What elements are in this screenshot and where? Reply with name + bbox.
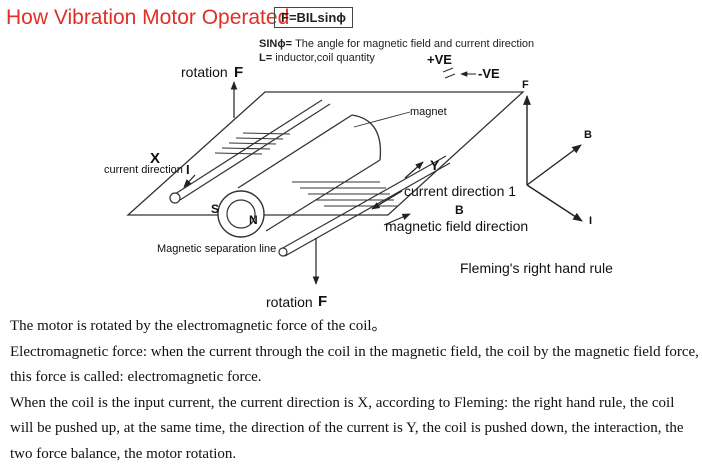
figure-title: How Vibration Motor Operated [6,6,290,29]
explanation-text: The motor is rotated by the electromagne… [10,314,700,467]
force-bottom-label: F [318,293,328,310]
magnetic-separation-line-label: Magnetic separation line [157,243,277,255]
axis-i-label: I [589,215,593,227]
minus-ve-label: -VE [478,66,500,81]
plus-ve-label: +VE [427,52,452,67]
n-pole-label: N [249,213,258,227]
magnet-cylinder [217,111,411,238]
diagram-drawing [126,67,583,285]
b-center-label: B [455,203,464,217]
minus-ve-lead [444,73,456,79]
current-y-arrow [404,161,424,179]
current-direction-1-arrow [371,190,403,210]
y-label: Y [430,157,440,173]
current-x-arrow [183,174,196,188]
force-top-label: F [234,64,244,81]
magnet-label: magnet [410,106,447,118]
base-plane [126,91,525,216]
i-left-label: I [186,162,190,177]
paragraph-3: When the coil is the input current, the … [10,394,684,462]
fleming-axes [523,95,583,222]
upper-coil-rod [169,99,331,204]
rotation-top-label: rotation [181,64,228,80]
current-direction-1-label: current direction 1 [404,183,517,199]
paragraph-1: The motor is rotated by the electromagne… [10,318,387,334]
current-direction-label: current direction [104,164,183,176]
sin-note-text: The angle for magnetic field and current… [292,38,535,50]
axis-f-label: F [522,79,529,91]
plus-ve-lead [442,67,454,73]
x-label: X [150,150,161,167]
lower-coil-rod [278,155,451,257]
motor-diagram: How Vibration Motor Operated F=BILsinϕ S… [6,6,613,310]
flemings-rule-label: Fleming's right hand rule [460,260,613,276]
sin-note: SINϕ= The angle for magnetic field and c… [259,38,534,50]
l-note-text: inductor,coil quantity [272,52,375,64]
formula-box: F=BILsinϕ [274,7,353,28]
magnetic-field-arrow [383,213,411,226]
s-pole-label: S [211,202,220,216]
paragraph-2: Electromagnetic force: when the current … [10,343,699,386]
l-note: L= inductor,coil quantity [259,52,375,64]
magnetic-field-direction-label: magnetic field direction [385,218,529,234]
axis-b-label: B [584,129,592,141]
sin-note-key: SINϕ= [259,38,293,50]
rotation-bottom-label: rotation [266,294,313,310]
l-note-key: L= [259,52,273,64]
